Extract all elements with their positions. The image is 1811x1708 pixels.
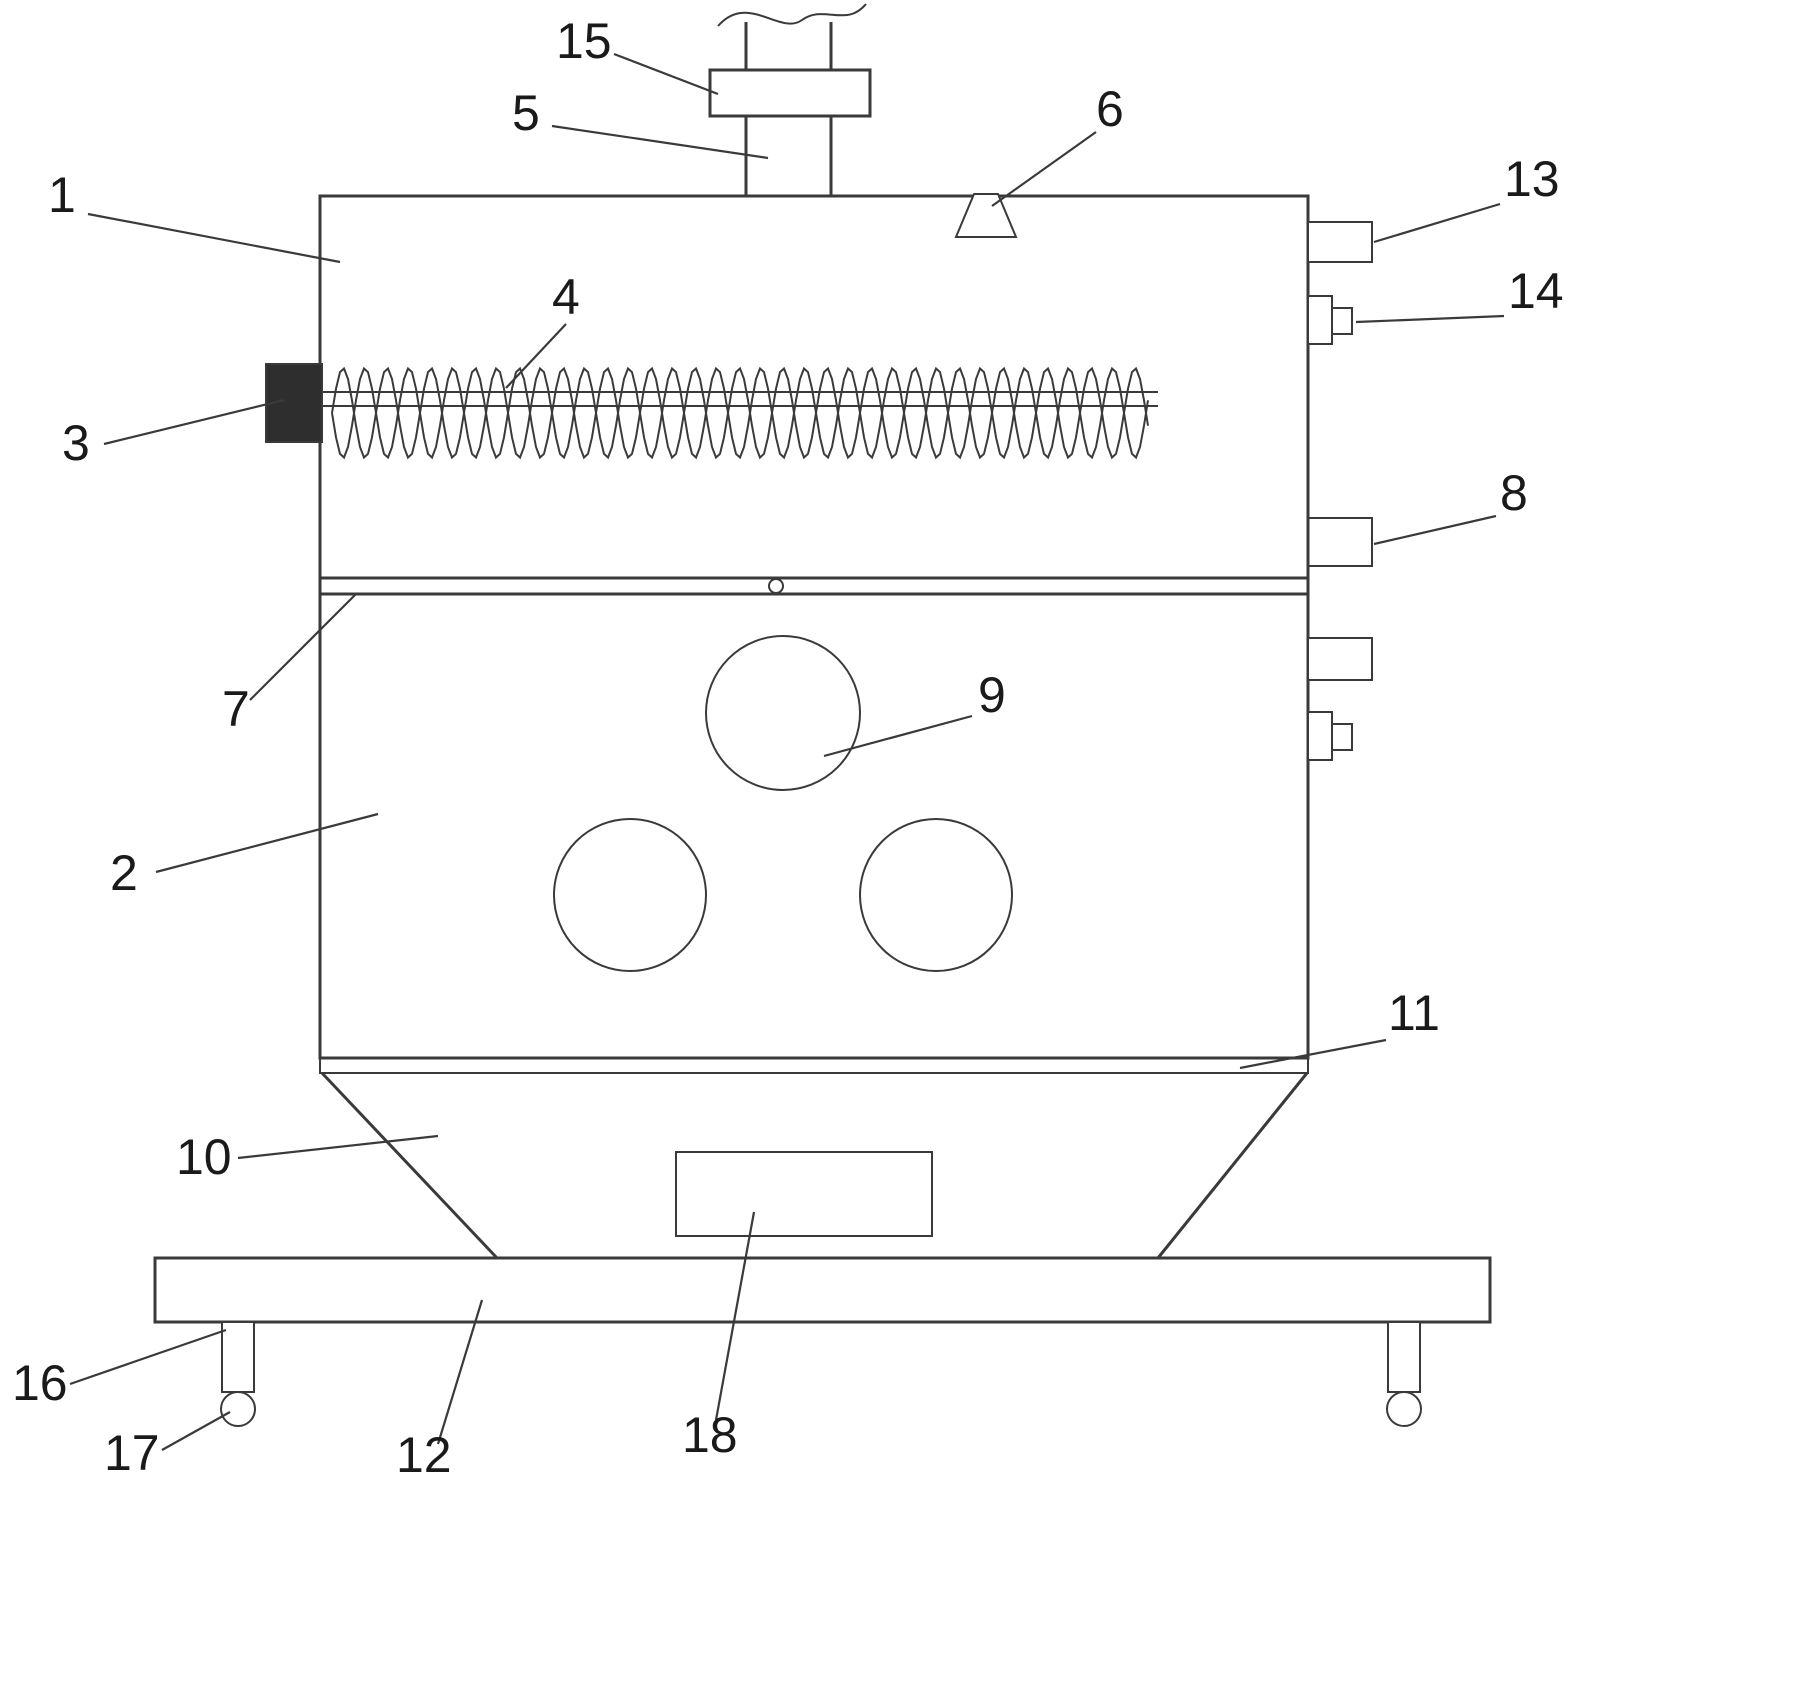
ref-number-6: 6: [1096, 81, 1124, 137]
ref-callout-14: 14: [1355, 263, 1564, 324]
lower-port: [1307, 637, 1373, 681]
ref-callout-15: 15: [556, 13, 719, 96]
ref-number-2: 2: [110, 845, 138, 901]
ref-number-12: 12: [396, 1427, 452, 1483]
ref-number-11: 11: [1388, 985, 1440, 1041]
divider-plate: [320, 576, 1308, 596]
leader-line-3: [103, 398, 285, 446]
ref-number-15: 15: [556, 13, 612, 69]
leader-line-18: [714, 1211, 756, 1421]
inlet-funnel: [954, 193, 1018, 238]
roller-right: [859, 818, 1013, 972]
ref-callout-2: 2: [110, 812, 379, 901]
ref-number-18: 18: [682, 1407, 738, 1463]
ref-number-1: 1: [48, 167, 76, 223]
ref-callout-1: 1: [48, 167, 341, 264]
upper-valve-body: [1307, 295, 1333, 345]
ref-callout-6: 6: [991, 81, 1124, 207]
screw-coil-back: [331, 366, 1149, 460]
discharge-hopper: [320, 1071, 1309, 1260]
left-caster-leg: [221, 1321, 255, 1393]
screen-mesh-strip: [319, 1057, 1309, 1074]
roller-left: [553, 818, 707, 972]
ref-callout-18: 18: [682, 1211, 756, 1463]
leader-line-8: [1373, 514, 1497, 546]
ref-callout-4: 4: [505, 269, 580, 389]
upper-port: [1307, 221, 1373, 263]
leader-line-4: [505, 323, 567, 389]
ref-callout-12: 12: [396, 1299, 484, 1483]
divider-vent-hole: [768, 578, 784, 594]
leader-line-2: [155, 812, 379, 874]
leader-line-15: [613, 52, 719, 96]
ref-callout-8: 8: [1373, 465, 1528, 546]
leader-line-9: [823, 714, 973, 758]
leader-line-6: [991, 131, 1097, 207]
leader-line-11: [1239, 1038, 1387, 1070]
base-plate: [153, 1256, 1492, 1324]
ref-callout-10: 10: [176, 1129, 439, 1185]
ref-number-13: 13: [1504, 151, 1560, 207]
right-caster-leg: [1387, 1321, 1421, 1393]
leader-line-13: [1373, 202, 1501, 244]
lower-valve-body: [1307, 711, 1333, 761]
ref-number-16: 16: [12, 1355, 68, 1411]
leader-line-12: [436, 1299, 484, 1445]
ref-callout-17: 17: [104, 1411, 231, 1481]
discharge-outlet: [675, 1151, 933, 1237]
right-caster-wheel: [1386, 1391, 1422, 1427]
leader-line-17: [161, 1411, 231, 1451]
ref-number-10: 10: [176, 1129, 232, 1185]
roller-top: [705, 635, 861, 791]
leader-line-10: [237, 1134, 439, 1160]
hatched-connector: [1307, 517, 1373, 567]
ref-number-8: 8: [1500, 465, 1528, 521]
ref-callout-5: 5: [512, 85, 769, 160]
ref-number-7: 7: [222, 681, 250, 737]
right-fittings: [1307, 221, 1373, 761]
ref-callout-3: 3: [62, 398, 285, 471]
upper-valve-nub: [1331, 307, 1353, 335]
screw-coil-front: [331, 366, 1149, 460]
leader-line-16: [69, 1328, 227, 1386]
ref-callout-16: 16: [12, 1328, 227, 1411]
ref-number-17: 17: [104, 1425, 160, 1481]
pipe-coupling: [708, 68, 872, 118]
ref-callout-13: 13: [1373, 151, 1560, 244]
leader-line-5: [551, 124, 769, 160]
ref-callout-7: 7: [222, 593, 357, 737]
screw-conveyor: [322, 366, 1158, 460]
ref-number-4: 4: [552, 269, 580, 325]
left-caster: [220, 1321, 256, 1427]
ref-number-9: 9: [978, 667, 1006, 723]
ref-callout-11: 11: [1239, 985, 1440, 1070]
main-housing: [318, 194, 1310, 1060]
ref-number-14: 14: [1508, 263, 1564, 319]
right-caster: [1386, 1321, 1422, 1427]
roller-circles: [553, 635, 1013, 972]
left-caster-wheel: [220, 1391, 256, 1427]
ref-callout-9: 9: [823, 667, 1006, 758]
leader-line-14: [1355, 314, 1505, 324]
ref-number-5: 5: [512, 85, 540, 141]
leader-line-1: [87, 212, 341, 264]
leader-line-7: [249, 593, 357, 701]
lower-valve-nub: [1331, 723, 1353, 751]
ref-number-3: 3: [62, 415, 90, 471]
pipe-break-squiggle: [717, 3, 867, 27]
